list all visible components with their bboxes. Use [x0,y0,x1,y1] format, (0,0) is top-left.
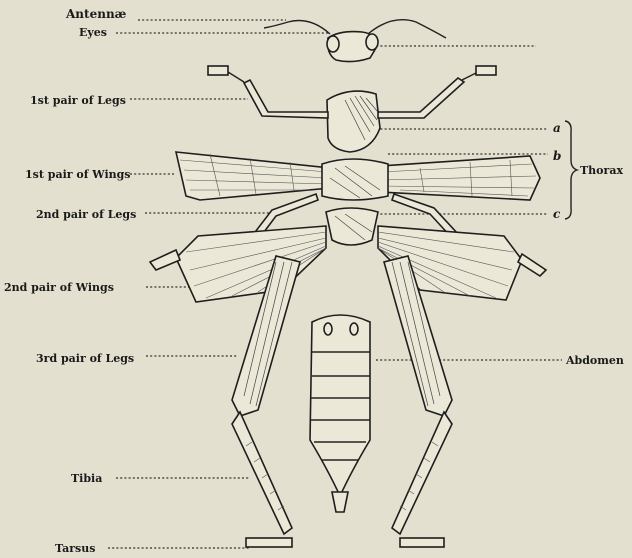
metathorax [326,208,378,245]
label-legs-3: 3rd pair of Legs [36,352,134,365]
leg-1-right [378,78,464,118]
antenna-left [264,21,330,35]
ovipositor [332,492,348,512]
label-legs-1: 1st pair of Legs [30,94,126,107]
label-thorax: Thorax [580,164,623,177]
label-wings-2: 2nd pair of Wings [4,281,114,294]
abdomen [310,315,370,512]
tarsus-1-left [208,66,228,75]
abdomen-body [310,315,370,496]
label-c: c [553,207,561,221]
label-tibia: Tibia [71,472,102,485]
tarsus-3-right [400,538,444,547]
leg-2-left-tarsus [150,250,180,270]
label-abdomen: Abdomen [565,354,624,367]
label-legs-2: 2nd pair of Legs [36,208,136,221]
label-antennae: Antennæ [65,7,127,21]
tibia-3-right [392,412,452,534]
hindwing-left [176,226,326,302]
spiracle-left [324,323,332,335]
eye-left [327,36,339,52]
leg-2-right-tarsus [518,254,546,276]
label-b: b [553,149,561,163]
wings-pair-1 [176,152,540,200]
label-a: a [553,121,561,135]
leg-1-left [244,80,328,118]
label-wings-1: 1st pair of Wings [25,168,131,181]
spiracle-right [350,323,358,335]
antenna-right [368,20,446,38]
pronotum [327,91,380,152]
tarsus-1-right [476,66,496,75]
tibia-3-left [232,412,292,534]
eye-right [366,34,378,50]
thorax-brace [565,121,577,219]
label-eyes: Eyes [79,26,107,39]
label-tarsus: Tarsus [55,542,95,555]
prothorax [327,91,380,152]
tarsus-3-left [246,538,292,547]
head [264,20,446,62]
